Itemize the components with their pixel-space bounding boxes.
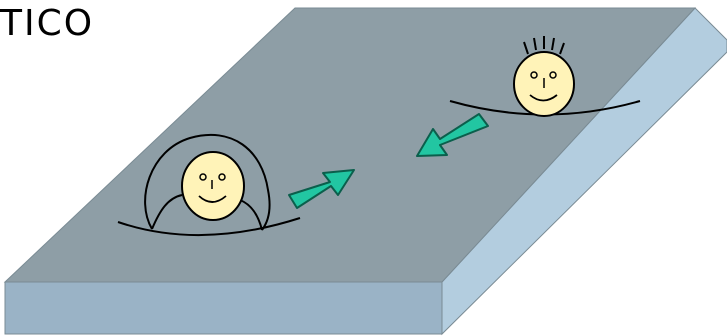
robe-right-fold <box>239 199 263 231</box>
left-arrow <box>288 169 355 209</box>
slab-front-face <box>4 281 443 335</box>
left-surface-curve <box>117 217 301 236</box>
right-face <box>513 51 575 117</box>
robe-hood <box>144 133 271 231</box>
robe-left-fold <box>151 194 183 230</box>
title-label: TICO <box>0 3 95 44</box>
hair-spikes <box>523 36 565 55</box>
right-arrow <box>416 113 489 157</box>
left-face <box>181 151 245 221</box>
